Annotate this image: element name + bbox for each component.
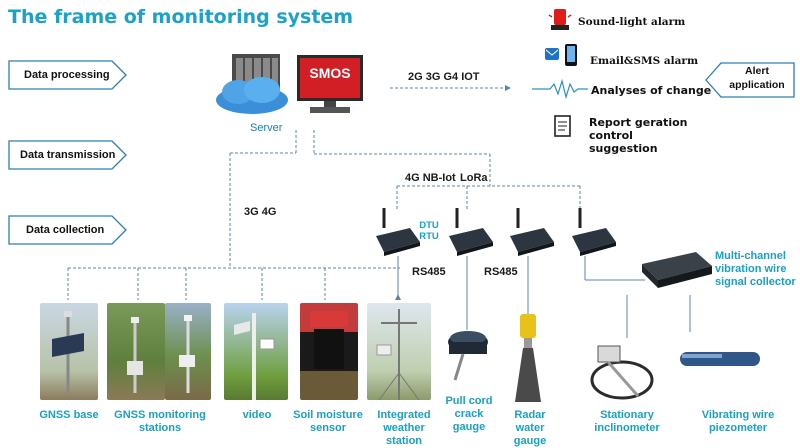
connector-lines [67, 85, 691, 340]
pull-cord-gauge-icon [448, 331, 488, 381]
rs485-label-a: RS485 [412, 266, 446, 278]
email-phone-icon [545, 44, 577, 66]
network-left-label: 3G 4G [244, 206, 277, 218]
gnss-station-photo [107, 303, 165, 400]
layer-data-collection: Data collection [8, 215, 128, 245]
inclinometer-photo [588, 338, 658, 404]
waveform-icon [532, 78, 588, 100]
layer-alert-application: Alert application [705, 62, 795, 98]
alert-label: Sound-light alarm [578, 16, 686, 28]
dtu-device-icon [376, 208, 420, 256]
network-upper-label: 2G 3G G4 IOT [408, 71, 480, 83]
gnss-base-photo [40, 303, 98, 400]
dtu-rtu-label: DTU RTU [419, 220, 439, 242]
device-label: video [242, 409, 272, 421]
monitor-text: SMOS [309, 65, 351, 81]
alert-label: Email&SMS alarm [590, 55, 699, 67]
device-label: Integrated weather station [377, 409, 431, 447]
siren-icon [548, 9, 572, 30]
alert-label: Analyses of change [591, 84, 712, 97]
dtu-device-icon [572, 208, 616, 256]
monitor-icon: SMOS [296, 54, 364, 116]
layer-label: Data collection [26, 224, 105, 236]
device-label: Pull cord crack gauge [445, 395, 493, 433]
network-lora-label: LoRa [460, 172, 488, 184]
device-label: Vibrating wire piezometer [701, 409, 775, 434]
rs485-label-b: RS485 [484, 266, 518, 278]
signal-collector-icon [642, 252, 712, 288]
gnss-station-photo-2 [165, 303, 211, 400]
report-icon [554, 115, 571, 137]
server-label: Server [250, 122, 283, 134]
piezometer-photo [676, 332, 764, 398]
device-label: Soil moisture sensor [293, 409, 363, 434]
device-label: GNSS base [39, 409, 99, 421]
soil-moisture-photo [300, 303, 358, 400]
radar-water-gauge-icon [515, 314, 541, 402]
layer-data-transmission: Data transmission [8, 140, 128, 170]
weather-station-photo [367, 303, 431, 400]
server-icon [212, 52, 292, 118]
device-label: Stationary inclinometer [594, 409, 660, 434]
video-camera-photo [224, 303, 288, 400]
layer-label: Data transmission [20, 149, 116, 161]
collector-label: Multi-channel vibration wire signal coll… [715, 250, 796, 288]
network-right-label: 4G NB-Iot [405, 172, 456, 184]
alert-label: Report geration control suggestion [589, 116, 688, 155]
device-label: GNSS monitoring stations [114, 409, 206, 434]
page-title: The frame of monitoring system [8, 6, 354, 28]
dtu-device-icon [510, 208, 554, 256]
dtu-device-icon [449, 208, 493, 256]
device-label: Radar water gauge [513, 409, 547, 447]
layer-label: Data processing [24, 69, 110, 81]
layer-data-processing: Data processing [8, 60, 128, 90]
